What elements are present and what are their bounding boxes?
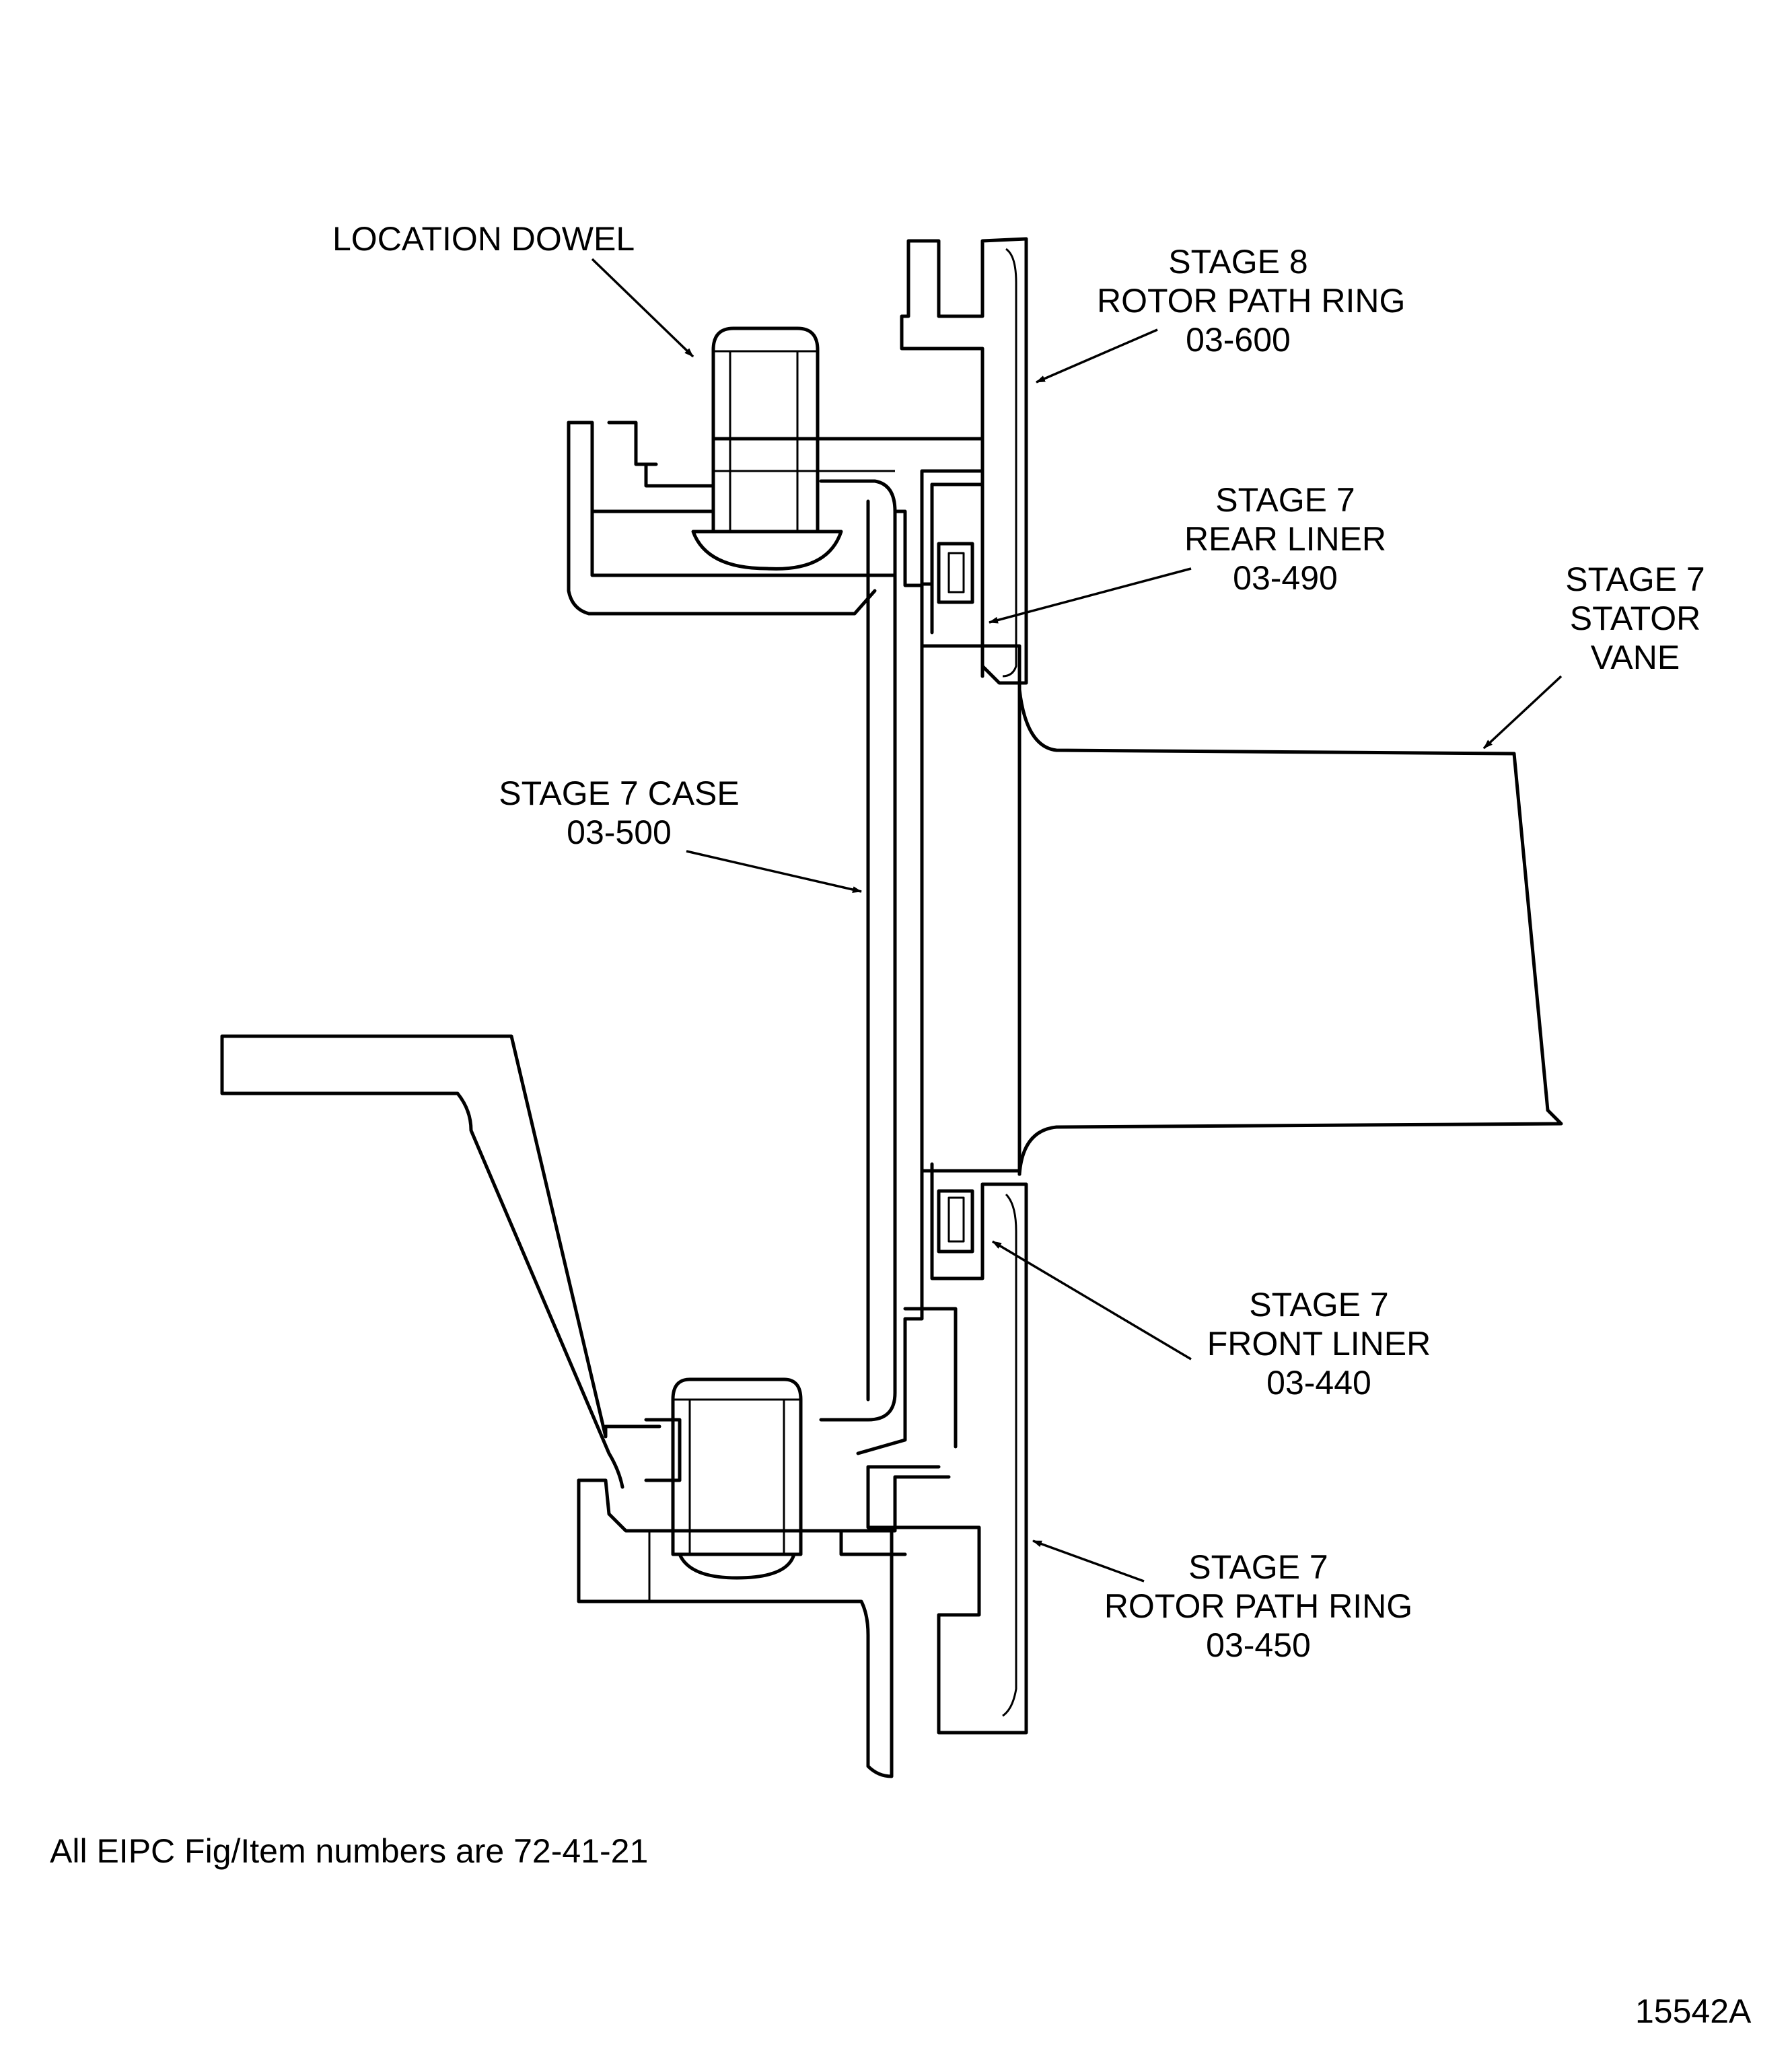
label-stage7-front-liner: STAGE 7 FRONT LINER 03-440: [1198, 1285, 1440, 1402]
stage7-rotor-path-ring-shape: [866, 1182, 1028, 1735]
leader-stage7-rotor-path-ring: [1032, 1540, 1145, 1583]
label-stage7-case: STAGE 7 CASE 03-500: [478, 774, 760, 852]
figure-number: 15542A: [1635, 1992, 1752, 2030]
stage8-rotor-path-ring-shape: [900, 237, 1028, 685]
stage8-part-no: 03-600: [1186, 321, 1291, 359]
case-part-no: 03-500: [567, 813, 672, 851]
upper-location-dowel-shape: [691, 326, 843, 571]
stator-vane-line2: STATOR: [1569, 600, 1701, 637]
front-liner-line2: FRONT LINER: [1207, 1325, 1431, 1363]
lower-bracket-shape: [220, 1034, 951, 1778]
rear-liner-line1: STAGE 7: [1215, 481, 1355, 519]
front-liner-part-no: 03-440: [1266, 1364, 1371, 1402]
stage8-line1: STAGE 8: [1168, 243, 1308, 281]
upper-flange-shape: [567, 421, 984, 616]
stage7-case-shape: [819, 479, 924, 1455]
stage7-ring-line2: ROTOR PATH RING: [1104, 1587, 1413, 1625]
stage7-front-liner-shape: [930, 1162, 984, 1280]
rear-liner-part-no: 03-490: [1233, 559, 1338, 597]
label-location-dowel: LOCATION DOWEL: [332, 219, 635, 258]
lower-location-dowel-shape: [644, 1377, 803, 1580]
location-dowel-text: LOCATION DOWEL: [332, 220, 635, 258]
label-stage8-rotor-path-ring: STAGE 8 ROTOR PATH RING 03-600: [1097, 242, 1406, 359]
stage7-rear-liner-shape: [930, 482, 984, 678]
leader-stage7-case: [686, 850, 862, 893]
stator-vane-line3: VANE: [1590, 639, 1680, 676]
leader-stage8-rotor-path-ring: [1036, 328, 1158, 384]
stage7-stator-vane-shape: [920, 644, 1563, 1176]
label-stage7-stator-vane: STAGE 7 STATOR VANE: [1548, 560, 1723, 677]
label-stage7-rear-liner: STAGE 7 REAR LINER 03-490: [1171, 480, 1400, 598]
stage7-ring-line1: STAGE 7: [1188, 1548, 1328, 1586]
label-stage7-rotor-path-ring: STAGE 7 ROTOR PATH RING 03-450: [1104, 1548, 1413, 1665]
stator-vane-line1: STAGE 7: [1565, 561, 1705, 598]
case-line1: STAGE 7 CASE: [499, 774, 740, 812]
leader-location-dowel: [591, 258, 694, 358]
leader-lines: [591, 258, 1563, 1583]
rear-liner-line2: REAR LINER: [1184, 520, 1387, 558]
eipc-footnote: All EIPC Fig/Item numbers are 72-41-21: [50, 1832, 649, 1870]
front-liner-line1: STAGE 7: [1249, 1286, 1389, 1324]
leader-stage7-front-liner: [992, 1240, 1192, 1361]
stage7-ring-part-no: 03-450: [1206, 1626, 1311, 1664]
leader-stage7-stator-vane: [1482, 675, 1563, 750]
stage8-line2: ROTOR PATH RING: [1097, 282, 1406, 320]
leader-stage7-rear-liner: [989, 567, 1192, 624]
